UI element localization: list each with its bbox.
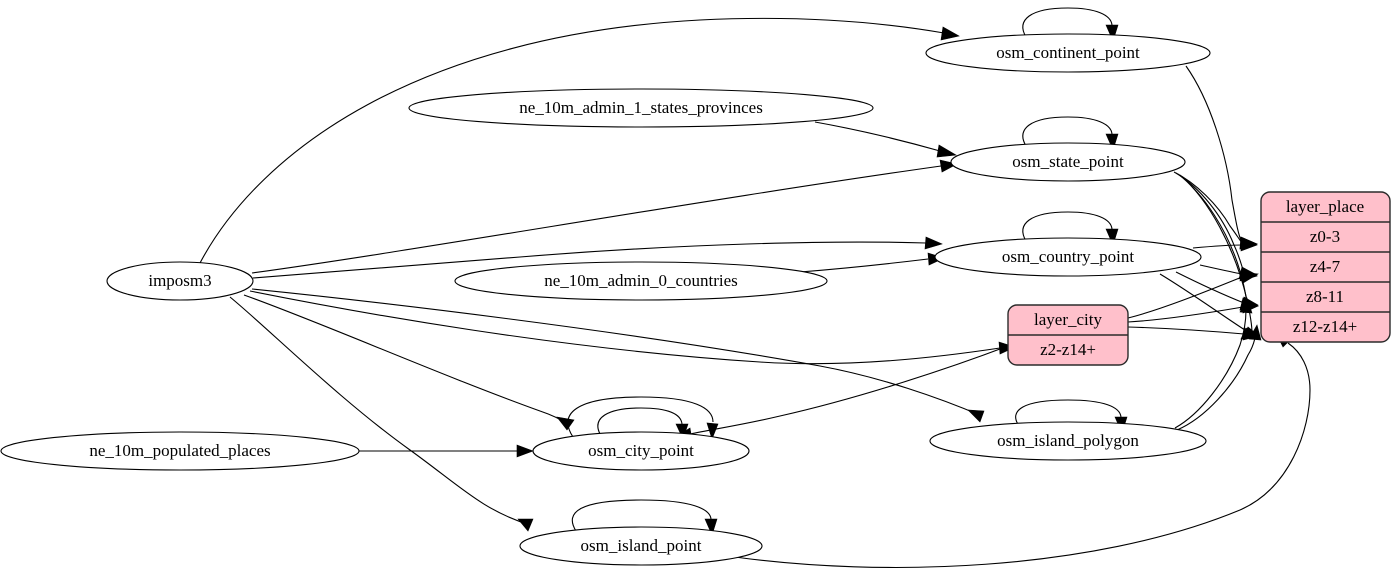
edge-imposm3-to-layer_city: [249, 290, 1016, 365]
node-label-osm-island-point: osm_island_point: [581, 536, 702, 555]
node-imposm3[interactable]: imposm3: [106, 261, 254, 301]
node-osm-island-polygon[interactable]: osm_island_polygon: [929, 421, 1207, 461]
node-label-osm-city-point: osm_city_point: [588, 441, 694, 460]
node-label-osm-continent-point: osm_continent_point: [996, 43, 1140, 62]
edge-imposm3-to-osm_continent_point: [199, 17, 960, 264]
node-label-osm-country-point: osm_country_point: [1002, 247, 1134, 266]
node-osm-continent-point[interactable]: osm_continent_point: [925, 33, 1211, 73]
edge-layer_city-to-layer_place-z12-z14+: [1127, 326, 1260, 341]
edge-imposm3-to-osm_state_point: [251, 159, 958, 274]
edge-selfloop-osm_state_point: [1022, 116, 1119, 151]
node-label-ne-admin-0: ne_10m_admin_0_countries: [544, 271, 738, 290]
layer-place-row-z8-11[interactable]: z8-11: [1306, 287, 1344, 306]
node-ne-10m-populated-places[interactable]: ne_10m_populated_places: [0, 431, 360, 471]
node-ne-10m-admin-1-states-provinces[interactable]: ne_10m_admin_1_states_provinces: [408, 88, 874, 128]
edge-osm_continent_point-to-layer_place-z0-3: [1185, 65, 1258, 250]
node-layer-place[interactable]: layer_place z0-3 z4-7 z8-11 z12-z14+: [1260, 191, 1391, 343]
edge-selfloop-osm_continent_point: [1022, 7, 1119, 42]
edge-selfloop-osm_island_point: [571, 499, 718, 536]
node-label-osm-island-polygon: osm_island_polygon: [997, 431, 1139, 450]
layer-city-title: layer_city: [1034, 310, 1102, 329]
edge-imposm3-to-osm_country_point: [252, 236, 943, 279]
node-osm-country-point[interactable]: osm_country_point: [934, 237, 1202, 277]
edge-osm_island_polygon-to-layer_place-z12-z14+: [1176, 324, 1262, 431]
edge-imposm3-to-osm_island_point: [229, 296, 534, 532]
edge-layer_city-to-layer_place-z8-11: [1127, 300, 1259, 323]
node-layer-city[interactable]: layer_city z2-z14+: [1007, 304, 1129, 366]
edge-imposm3-to-osm_city_point: [243, 294, 575, 431]
node-osm-island-point[interactable]: osm_island_point: [519, 526, 763, 566]
edge-layer_city-to-layer_place-z4-7: [1127, 271, 1259, 319]
layer-place-row-z0-3[interactable]: z0-3: [1310, 227, 1340, 246]
edge-selfloop-outer-osm_city_point: [567, 396, 719, 440]
layer-place-row-z12-z14plus[interactable]: z12-z14+: [1293, 317, 1357, 336]
edge-ne_admin_1-to-osm_state_point: [814, 121, 957, 158]
edge-ne_populated-to-osm_city_point: [359, 444, 534, 458]
edge-osm_island_polygon-to-layer_place-z8-11: [1174, 297, 1253, 429]
edge-ne_admin_0-to-osm_country_point: [799, 252, 945, 273]
edge-selfloop-osm_country_point: [1022, 211, 1119, 246]
node-osm-state-point[interactable]: osm_state_point: [950, 142, 1186, 182]
node-label-ne-populated: ne_10m_populated_places: [89, 441, 270, 460]
layer-city-row-z2-z14plus[interactable]: z2-z14+: [1040, 340, 1096, 359]
node-label-osm-state-point: osm_state_point: [1012, 152, 1124, 171]
node-layer: imposm3 ne_10m_admin_1_states_provinces …: [0, 33, 1391, 566]
node-osm-city-point[interactable]: osm_city_point: [532, 431, 750, 471]
layer-place-title: layer_place: [1286, 197, 1364, 216]
layer-place-row-z4-7[interactable]: z4-7: [1310, 257, 1341, 276]
node-ne-10m-admin-0-countries[interactable]: ne_10m_admin_0_countries: [454, 261, 828, 301]
node-label-ne-admin-1: ne_10m_admin_1_states_provinces: [519, 98, 763, 117]
node-label-imposm3: imposm3: [148, 271, 211, 290]
edge-imposm3-to-osm_island_polygon: [251, 288, 985, 423]
edge-osm_country_point-to-layer_place-z0-3: [1192, 238, 1258, 252]
